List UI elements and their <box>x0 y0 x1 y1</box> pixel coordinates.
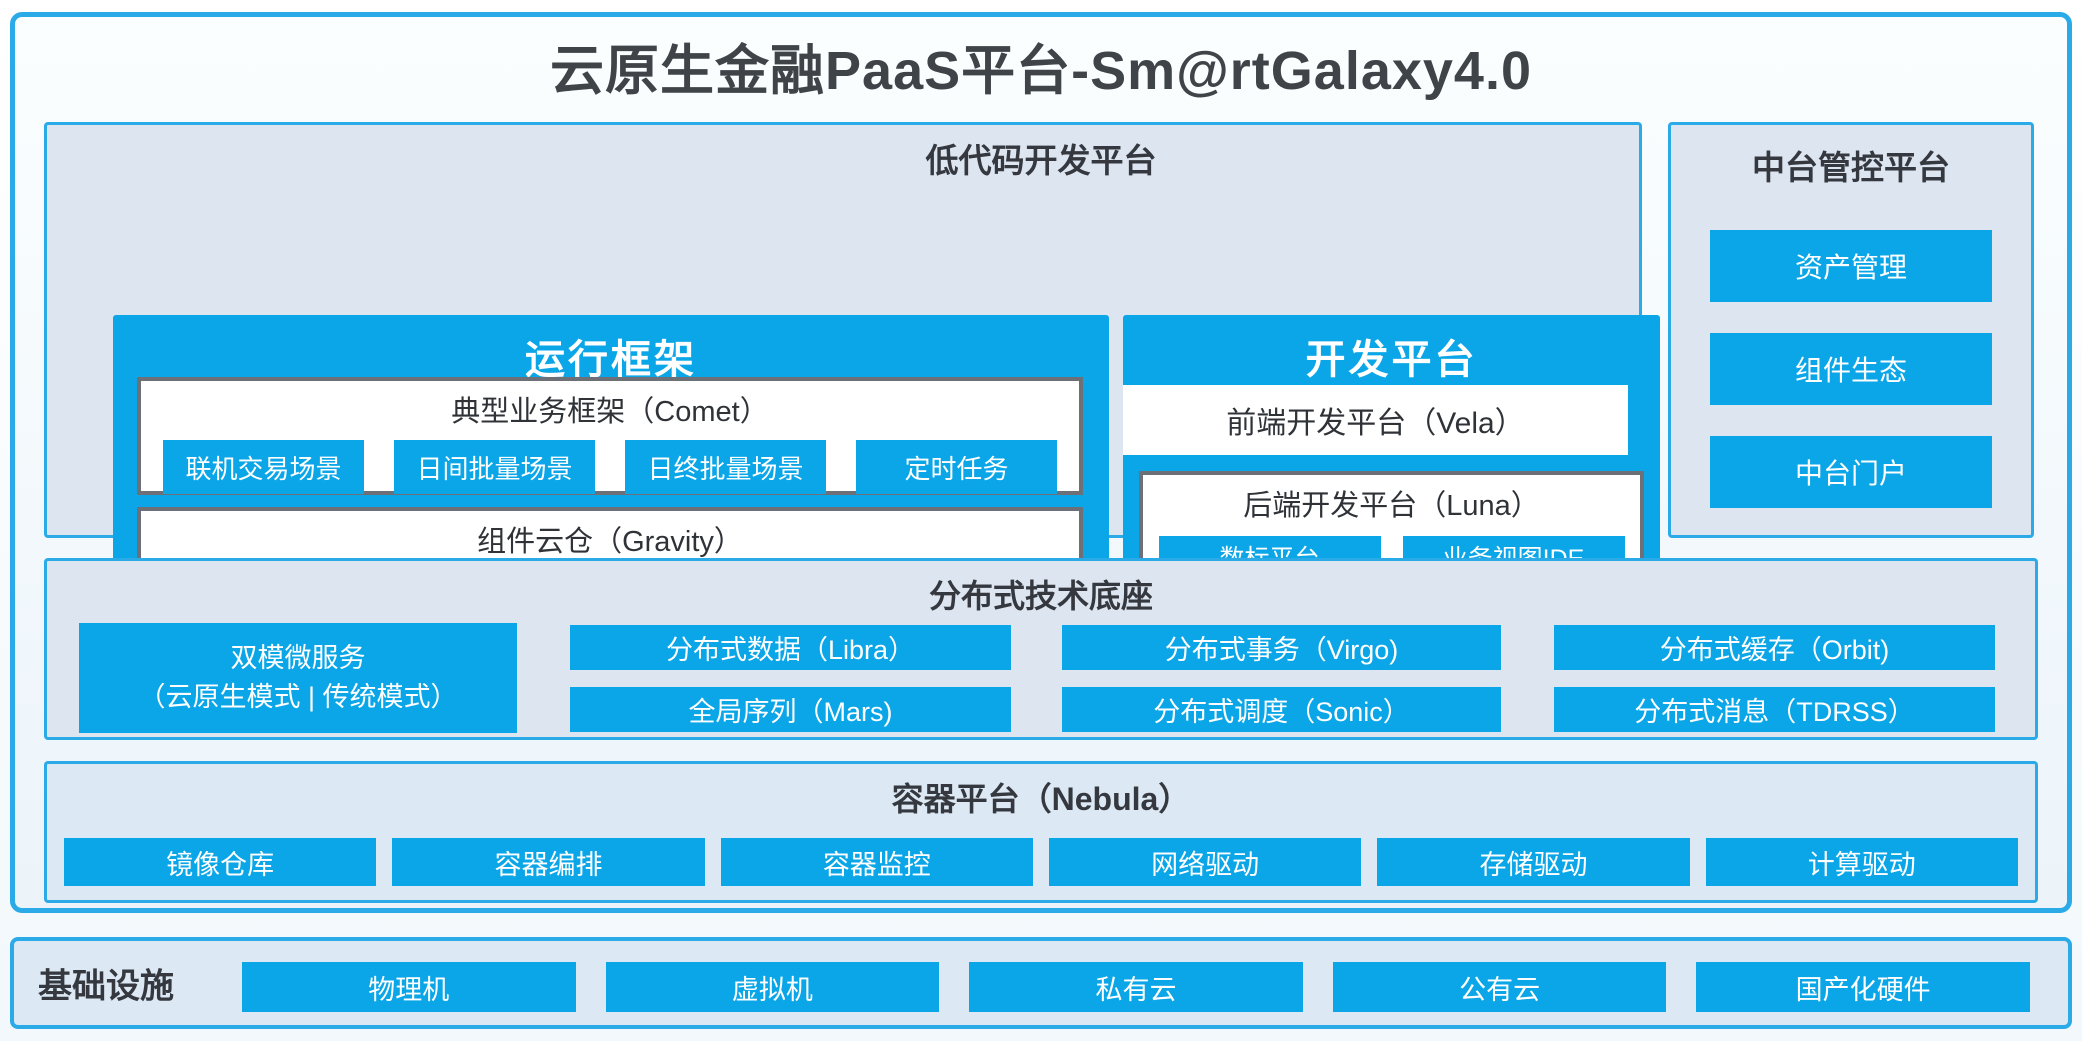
comet-framework-title: 典型业务框架（Comet） <box>451 396 769 428</box>
vela-frontend-box: 前端开发平台（Vela） <box>1123 385 1628 455</box>
chip-midplatform-portal: 中台门户 <box>1710 436 1992 508</box>
dev-platform-title: 开发平台 <box>1305 338 1478 382</box>
comet-items-row: 联机交易场景 日间批量场景 日终批量场景 定时任务 <box>163 440 1057 494</box>
chip-distributed-scheduling-sonic: 分布式调度（Sonic） <box>1062 687 1501 732</box>
chip-eod-batch: 日终批量场景 <box>625 440 826 494</box>
infrastructure-container: 基础设施 物理机 虚拟机 私有云 公有云 国产化硬件 <box>10 937 2072 1029</box>
chip-global-sequence-mars: 全局序列（Mars) <box>570 687 1011 732</box>
infrastructure-items-row: 物理机 虚拟机 私有云 公有云 国产化硬件 <box>242 962 2030 1012</box>
chip-private-cloud: 私有云 <box>969 962 1303 1012</box>
midplatform-items: 资产管理 组件生态 中台门户 <box>1710 230 1992 508</box>
page-title: 云原生金融PaaS平台-Sm@rtGalaxy4.0 <box>550 41 1532 101</box>
chip-dual-mode-microservice: 双模微服务 （云原生模式 | 传统模式） <box>79 623 517 733</box>
chip-component-ecosystem: 组件生态 <box>1710 333 1992 405</box>
midplatform-title: 中台管控平台 <box>1752 149 1950 186</box>
chip-network-driver: 网络驱动 <box>1048 838 1362 886</box>
nebula-title: 容器平台（Nebula） <box>891 781 1191 817</box>
chip-intraday-batch: 日间批量场景 <box>394 440 595 494</box>
chip-distributed-data-libra: 分布式数据（Libra） <box>570 625 1011 670</box>
dual-mode-line2: （云原生模式 | 传统模式） <box>138 682 458 712</box>
chip-physical-machine: 物理机 <box>242 962 576 1012</box>
chip-image-registry: 镜像仓库 <box>64 838 377 886</box>
midplatform-container: 中台管控平台 资产管理 组件生态 中台门户 <box>1668 122 2034 538</box>
chip-scheduled-task: 定时任务 <box>856 440 1057 494</box>
comet-framework-box: 典型业务框架（Comet） 联机交易场景 日间批量场景 日终批量场景 定时任务 <box>137 377 1083 495</box>
lowcode-platform-container: 运行框架 典型业务框架（Comet） 联机交易场景 日间批量场景 日终批量场景 … <box>44 122 1660 645</box>
chip-asset-management: 资产管理 <box>1710 230 1992 302</box>
chip-online-trading: 联机交易场景 <box>163 440 364 494</box>
chip-container-monitoring: 容器监控 <box>720 838 1033 886</box>
chip-distributed-cache-orbit: 分布式缓存（Orbit) <box>1554 625 1995 670</box>
chip-compute-driver: 计算驱动 <box>1705 838 2018 886</box>
chip-public-cloud: 公有云 <box>1332 962 1667 1012</box>
gravity-warehouse-title: 组件云仓（Gravity） <box>477 526 743 558</box>
chip-distributed-message-tdrss: 分布式消息（TDRSS） <box>1554 687 1995 732</box>
distributed-base-title: 分布式技术底座 <box>928 578 1153 614</box>
chip-container-orchestration: 容器编排 <box>392 838 705 886</box>
nebula-items-row: 镜像仓库 容器编排 容器监控 网络驱动 存储驱动 计算驱动 <box>64 838 2018 886</box>
infrastructure-title: 基础设施 <box>38 967 174 1006</box>
luna-backend-title: 后端开发平台（Luna） <box>1243 490 1540 522</box>
chip-distributed-transaction-virgo: 分布式事务（Virgo) <box>1062 625 1501 670</box>
distributed-base-container: 分布式技术底座 双模微服务 （云原生模式 | 传统模式） 分布式数据（Libra… <box>44 558 2038 740</box>
runtime-framework-title: 运行框架 <box>525 338 697 382</box>
chip-virtual-machine: 虚拟机 <box>605 962 940 1012</box>
chip-domestic-hardware: 国产化硬件 <box>1696 962 2030 1012</box>
nebula-container-platform: 容器平台（Nebula） 镜像仓库 容器编排 容器监控 网络驱动 存储驱动 计算… <box>44 761 2038 903</box>
chip-storage-driver: 存储驱动 <box>1377 838 1690 886</box>
dual-mode-line1: 双模微服务 <box>230 642 366 673</box>
